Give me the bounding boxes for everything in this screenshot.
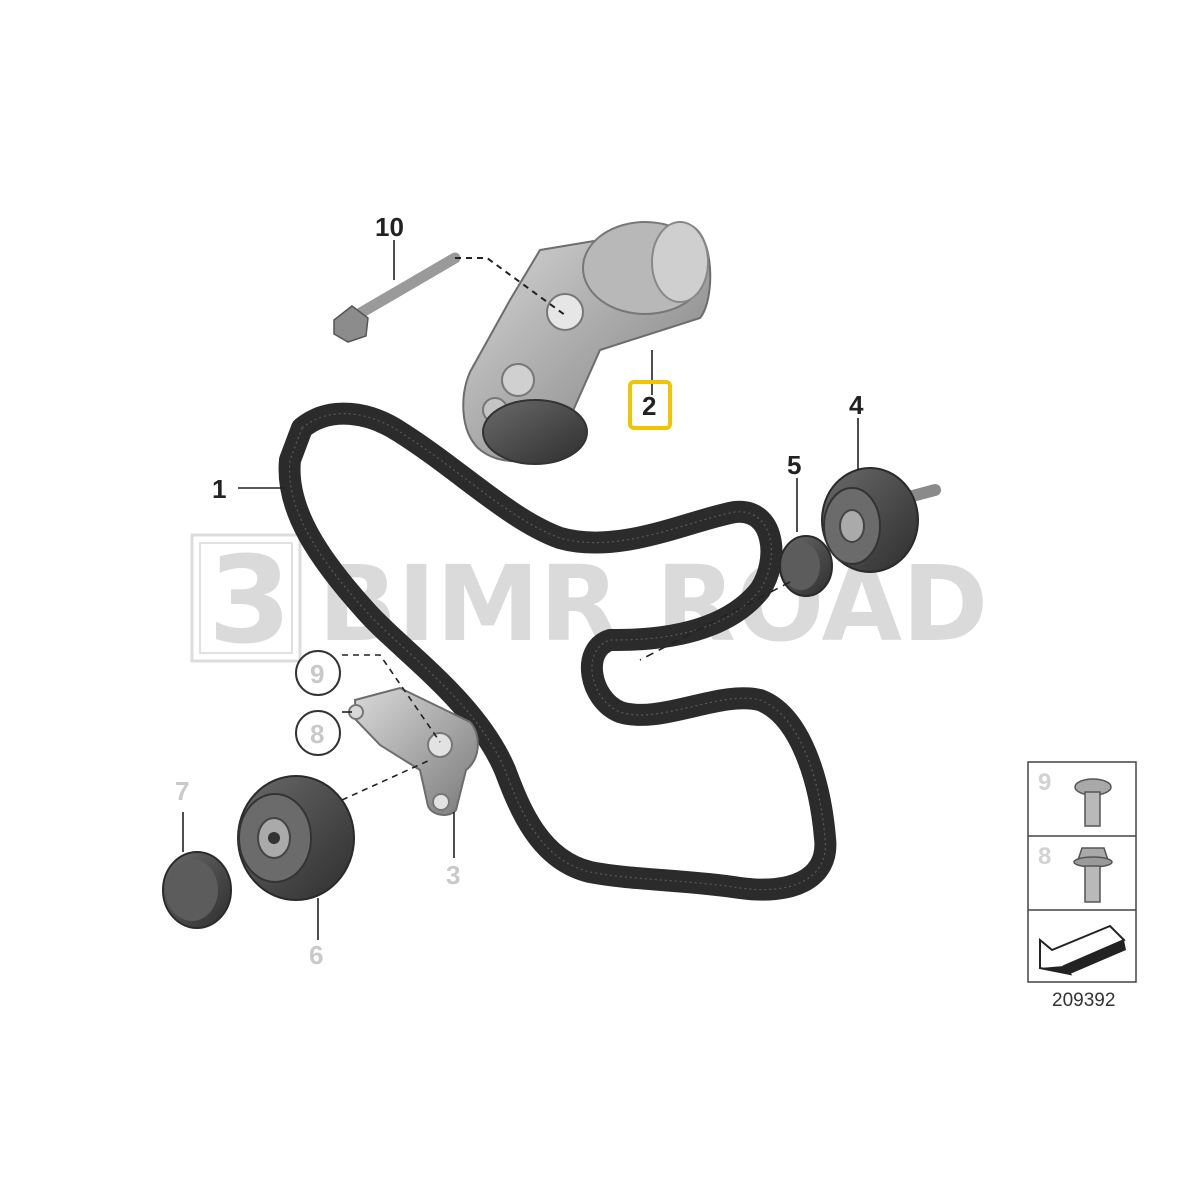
callout-2[interactable]: 2 (642, 391, 656, 421)
cap-7-face (166, 859, 218, 921)
bolt-shaft (346, 252, 461, 324)
bracket-hole (427, 732, 453, 758)
bolt-10 (333, 252, 566, 343)
watermark-logo-inner (199, 542, 293, 654)
tensioner-pivot (501, 363, 535, 397)
callout-3[interactable]: 3 (446, 860, 460, 890)
bolt-head (333, 305, 369, 343)
fastener-legend: 9 8 209392 (1027, 761, 1137, 1011)
callout-1[interactable]: 1 (212, 474, 226, 504)
callout-10[interactable]: 10 (375, 212, 404, 242)
callout-8[interactable]: 8 (310, 719, 324, 749)
torx-screw-shank (1084, 791, 1101, 827)
callout-8-group[interactable]: 8 (295, 710, 341, 756)
leader-6-axis (341, 759, 431, 801)
hex-flange-bolt-icon (1073, 847, 1113, 903)
callout-9-ring (295, 650, 341, 696)
belt-ribs (288, 413, 826, 891)
callout-9[interactable]: 9 (310, 659, 324, 689)
belt-tensioner (462, 221, 712, 465)
callout-9-group[interactable]: 9 (295, 650, 341, 696)
idler-pulley-4 (821, 467, 941, 573)
diagram-reference-number: 209392 (1052, 990, 1115, 1011)
leader-5-axis (639, 581, 791, 661)
hex-bolt-shank (1084, 865, 1101, 903)
tensioner-pulley (482, 399, 588, 465)
cap-5-face (782, 542, 820, 590)
arrow-shadow (1040, 940, 1126, 974)
callout-8-ring (295, 710, 341, 756)
selected-part-highlight (628, 380, 672, 430)
leader-9 (342, 654, 441, 743)
bracket-lower-hole (432, 793, 450, 811)
watermark-logo-glyph: 3 (208, 532, 292, 671)
dust-cap-7 (162, 851, 232, 929)
drive-belt (278, 402, 837, 901)
leader-lines (182, 240, 859, 940)
torx-screw-icon (1074, 778, 1112, 827)
watermark-logo-frame (190, 533, 302, 663)
tensioner-bolt-hole (546, 293, 584, 331)
pulley-4-hub (839, 509, 865, 543)
callout-6[interactable]: 6 (309, 940, 323, 970)
tensioner-cylinder-end (651, 221, 709, 303)
callout-5[interactable]: 5 (787, 450, 801, 480)
pulley-6-center (268, 832, 280, 844)
bracket-body (353, 686, 479, 816)
legend-item-8-number: 8 (1038, 843, 1051, 870)
dust-cap-5 (779, 535, 833, 597)
idler-pulley-6 (237, 775, 355, 901)
callout-4[interactable]: 4 (849, 390, 864, 420)
callout-7[interactable]: 7 (175, 776, 189, 806)
legend-item-9-number: 9 (1038, 769, 1051, 796)
direction-arrow-icon (1039, 924, 1126, 976)
idler-bracket (348, 686, 479, 816)
